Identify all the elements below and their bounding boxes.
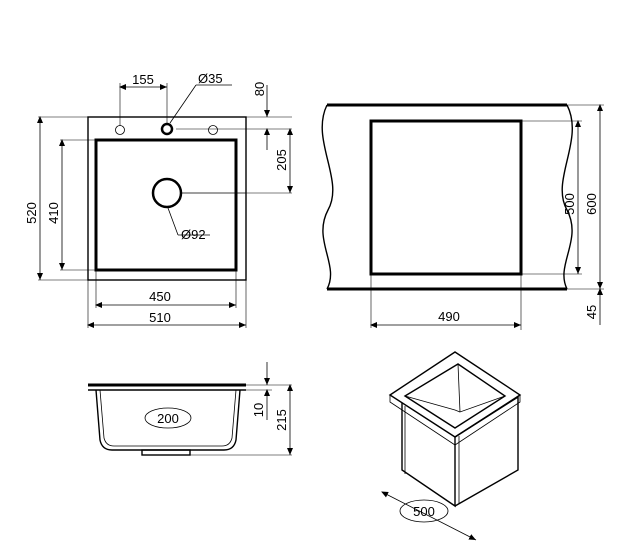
iso-left-panel xyxy=(401,403,456,508)
section-view: 200 10 215 xyxy=(88,362,293,456)
dim-iso-500: 500 xyxy=(413,504,435,519)
bowl-outline xyxy=(94,138,238,272)
iso-dim-500-oval xyxy=(399,499,449,523)
dim-205: 205 xyxy=(274,149,289,171)
dim-215: 215 xyxy=(274,409,289,431)
iso-top xyxy=(388,351,522,438)
counter-right-break xyxy=(561,104,573,290)
tap-hole-center-icon xyxy=(160,122,174,136)
tap-hole-right-icon xyxy=(208,125,218,135)
drain-hole-icon xyxy=(151,177,183,209)
dim-410: 410 xyxy=(46,202,61,224)
dim-510: 510 xyxy=(149,310,171,325)
dim-155: 155 xyxy=(132,72,154,87)
dim-200-oval xyxy=(144,407,192,429)
cabinet-view: 500 600 45 490 xyxy=(321,103,604,330)
dim-600: 600 xyxy=(584,193,599,215)
top-view: 155 Ø35 80 205 520 410 Ø92 450 xyxy=(24,71,293,328)
dim-d92: Ø92 xyxy=(181,227,206,242)
dim-10: 10 xyxy=(251,403,266,417)
tap-hole-left-icon xyxy=(115,125,125,135)
dim-200: 200 xyxy=(157,411,179,426)
dim-45: 45 xyxy=(584,305,599,319)
dim-490: 490 xyxy=(438,309,460,324)
dim-450: 450 xyxy=(149,289,171,304)
iso-opening xyxy=(403,363,507,429)
counter-left-break xyxy=(321,104,334,290)
iso-right-panel xyxy=(454,395,519,507)
dim-520: 520 xyxy=(24,202,39,224)
dim-d35: Ø35 xyxy=(198,71,223,86)
drain-stub xyxy=(141,449,191,456)
dim-cabinet-500: 500 xyxy=(562,193,577,215)
dim-80: 80 xyxy=(252,82,267,96)
iso-view: 500 xyxy=(381,351,522,541)
sink-cutout xyxy=(369,119,523,276)
